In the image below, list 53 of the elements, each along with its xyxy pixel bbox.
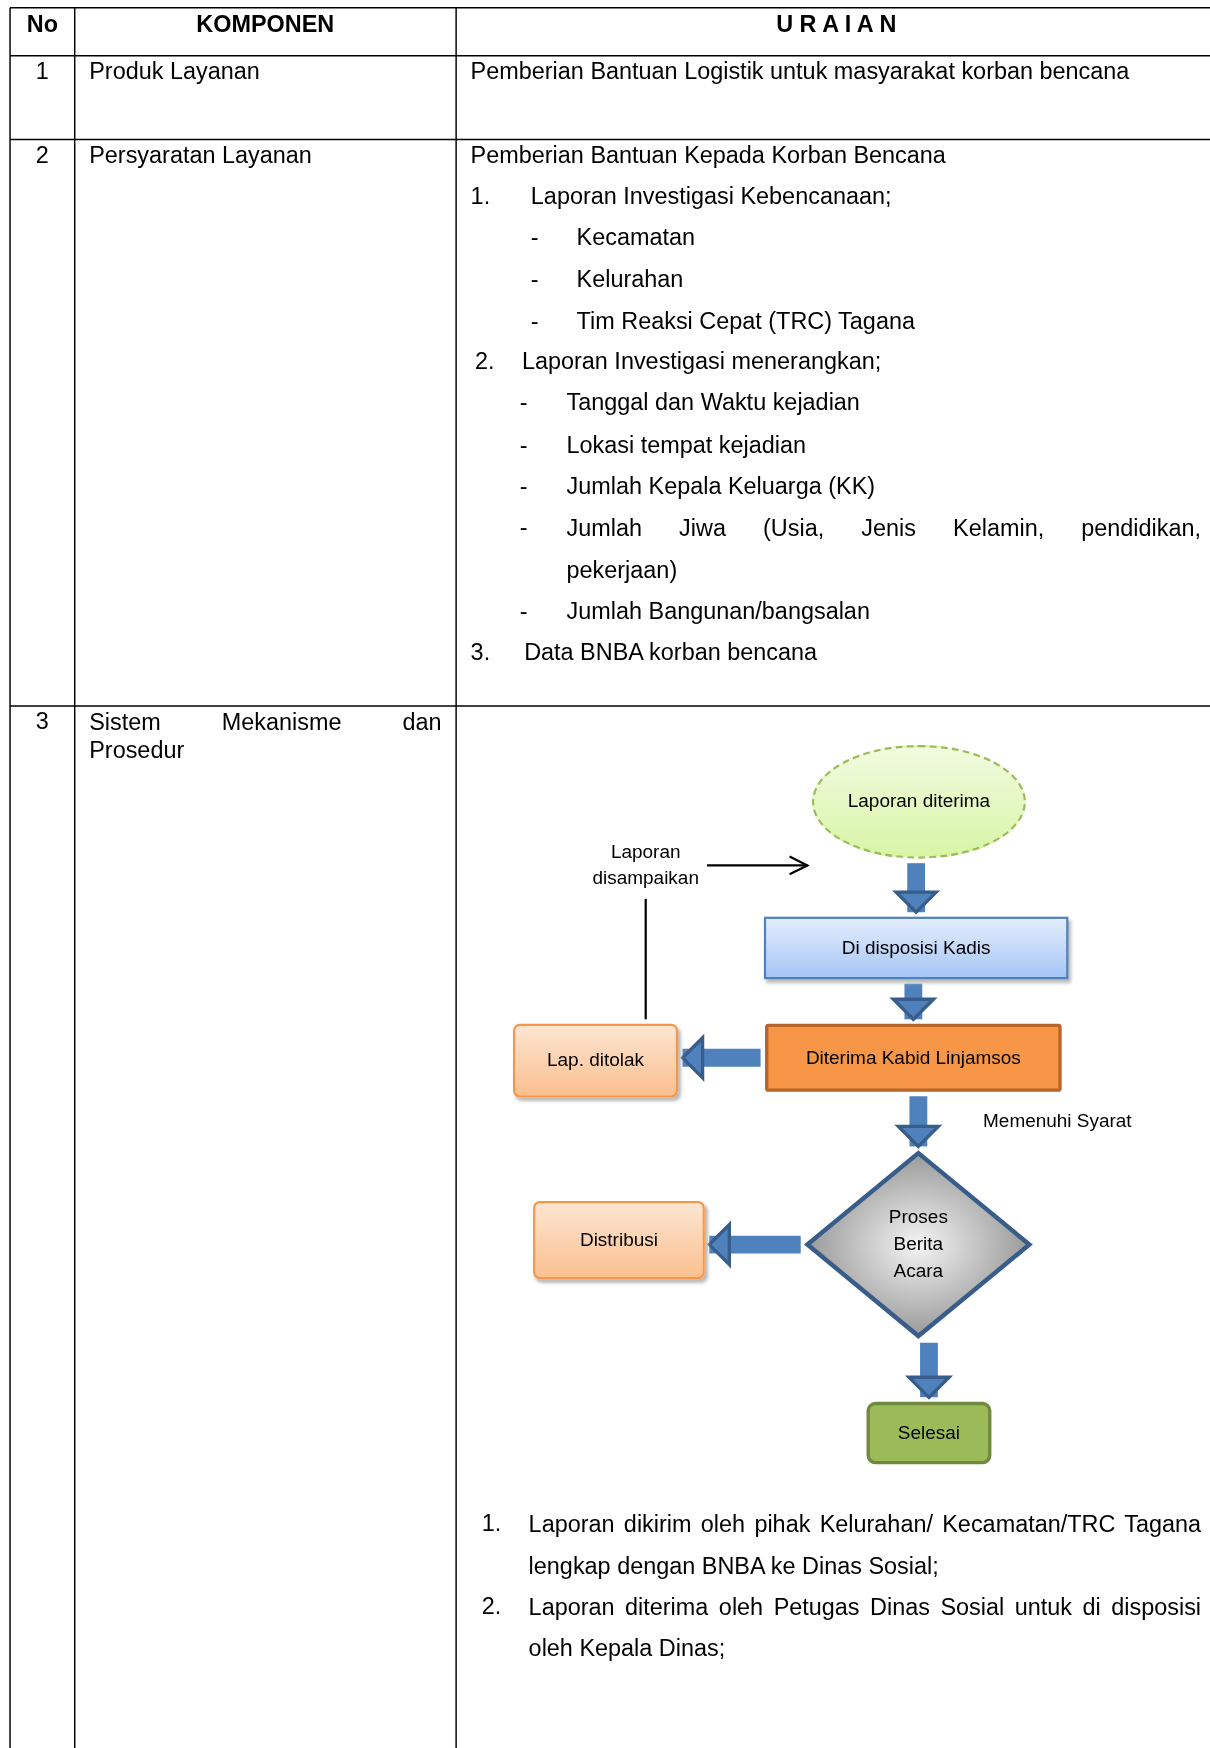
bullet-dash: - — [530, 224, 539, 251]
paragraph: Laporan dikirim oleh pihak Kelurahan/ Kecamatan/TRC Tagana lengkap dengan BNBA ke Dinas Sosial; — [528, 1509, 1202, 1581]
diamond-label: Proses Berita Acara — [887, 1205, 949, 1284]
list-item: Laporan Investigasi Kebencanaan; — [530, 182, 892, 210]
bullet-dash: - — [519, 597, 528, 625]
list-item: Kelurahan — [576, 265, 684, 293]
list-number: 1. — [481, 1510, 502, 1537]
bullet-dash: - — [530, 265, 539, 293]
process-box: Di disposisi Kadis — [763, 916, 1069, 980]
cell-text: Pemberian Bantuan Kepada Korban Bencana — [470, 141, 946, 169]
list-item: Laporan Investigasi menerangkan; — [521, 347, 882, 375]
column-header: No — [26, 11, 58, 38]
connector-line — [644, 898, 647, 1020]
list-item: Tanggal dan Waktu kejadian — [566, 389, 860, 416]
list-item: Jumlah Jiwa (Usia, Jenis Kelamin, pendidikan, pekerjaan) — [566, 513, 1202, 585]
cell-text: Sistem Mekanisme dan Prosedur — [89, 707, 442, 764]
paragraph: Laporan diterima oleh Petugas Dinas Sosial untuk di disposisi oleh Kepala Dinas; — [528, 1592, 1202, 1663]
bullet-dash: - — [519, 514, 528, 541]
bullet-dash: - — [519, 389, 528, 416]
list-number: 2. — [481, 1592, 502, 1620]
end-box: Selesai — [866, 1401, 992, 1465]
bullet-dash: - — [519, 472, 528, 500]
row-number: 1 — [35, 58, 49, 85]
column-header: U R A I A N — [776, 11, 897, 38]
list-number: 2. — [475, 347, 495, 375]
row-number: 2 — [35, 141, 49, 169]
flow-text: Laporan disampaikan — [588, 836, 703, 895]
list-number: 3. — [470, 639, 491, 666]
column-header: KOMPONEN — [196, 11, 335, 38]
list-item: Tim Reaksi Cepat (TRC) Tagana — [576, 307, 915, 335]
cell-text: Pemberian Bantuan Logistik untuk masyarakat korban bencana — [470, 58, 1130, 85]
block-arrow — [896, 1096, 941, 1149]
row-number: 3 — [35, 708, 49, 735]
list-item: Data BNBA korban bencana — [524, 639, 818, 666]
process-box: Distribusi — [533, 1201, 705, 1280]
arrow — [707, 855, 809, 876]
list-item: Jumlah Kepala Keluarga (KK) — [566, 472, 876, 500]
block-arrow — [907, 1342, 951, 1400]
block-arrow — [891, 983, 936, 1021]
process-box: Lap. ditolak — [513, 1023, 679, 1098]
cell-text: Persyaratan Layanan — [89, 141, 312, 169]
list-item: Lokasi tempat kejadian — [566, 431, 807, 459]
block-arrow — [894, 863, 938, 914]
bullet-dash: - — [519, 431, 528, 459]
list-number: 1. — [470, 182, 491, 210]
list-item: Jumlah Bangunan/bangsalan — [566, 597, 870, 625]
process-box: Diterima Kabid Linjamsos — [765, 1023, 1062, 1092]
bullet-dash: - — [530, 307, 539, 335]
cell-text: Produk Layanan — [89, 58, 260, 85]
start-ellipse: Laporan diterima — [811, 744, 1026, 859]
block-arrow — [680, 1036, 761, 1080]
block-arrow — [707, 1222, 801, 1267]
list-item: Kecamatan — [576, 224, 696, 251]
